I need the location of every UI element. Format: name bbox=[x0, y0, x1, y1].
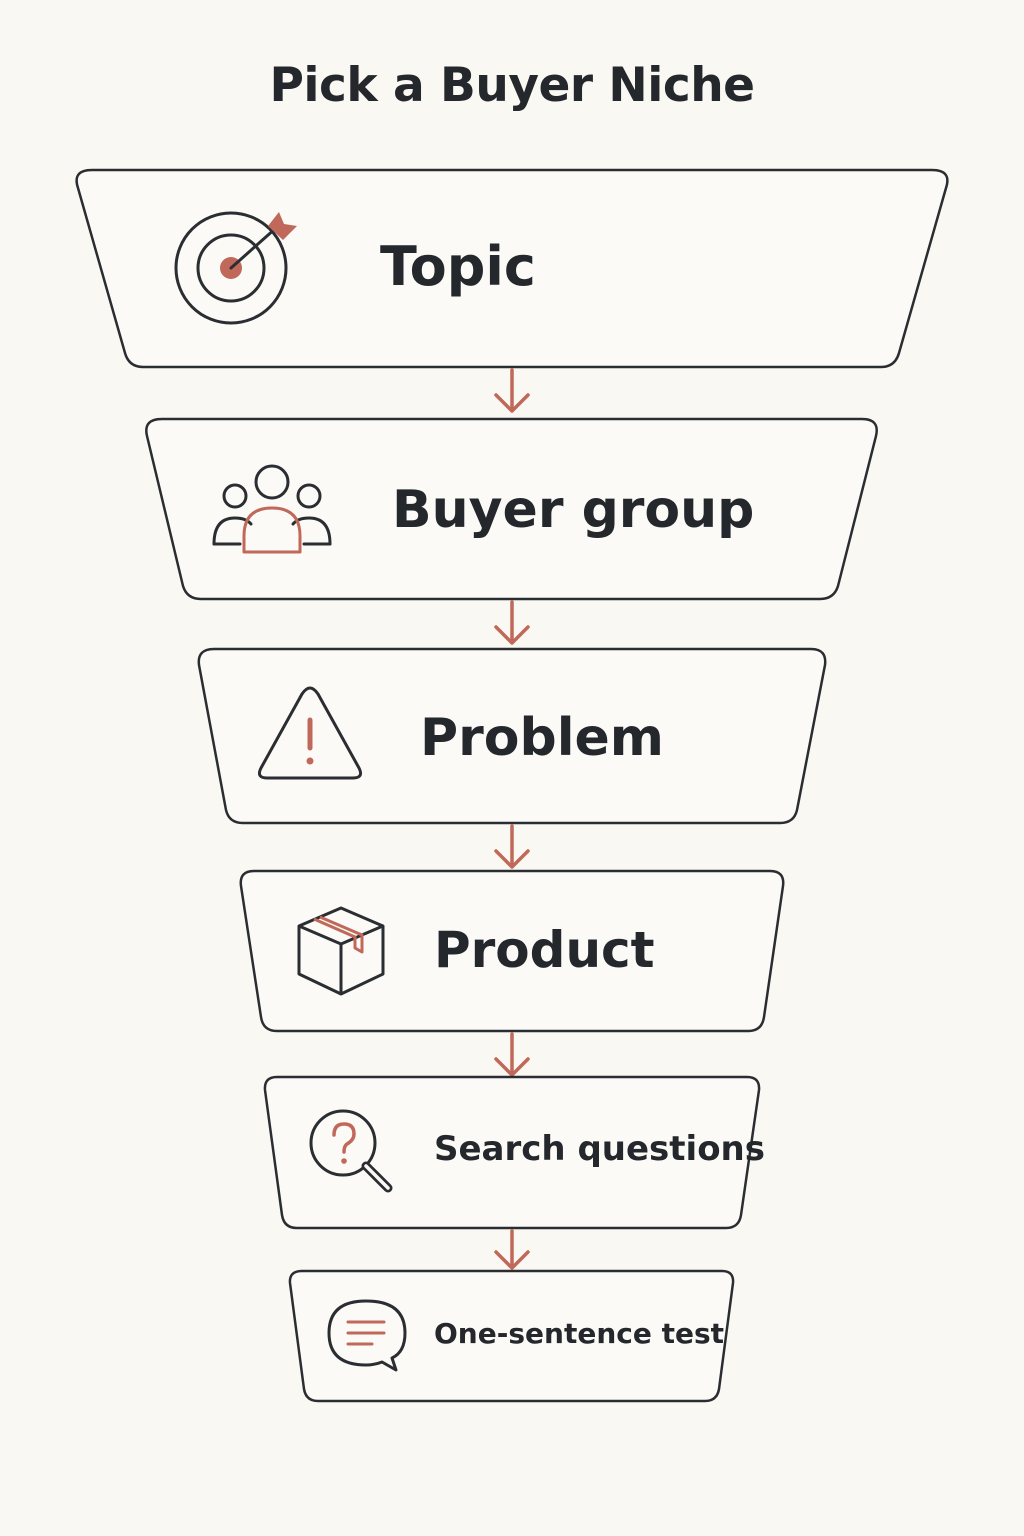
people-group-icon bbox=[210, 460, 334, 556]
arrow-down-icon bbox=[492, 600, 532, 648]
stage-label-search-questions: Search questions bbox=[434, 1129, 766, 1169]
stage-label-one-sentence-test: One-sentence test bbox=[434, 1317, 725, 1350]
warning-triangle-icon bbox=[256, 686, 364, 782]
stage-label-problem: Problem bbox=[420, 708, 664, 768]
box-icon bbox=[294, 904, 388, 998]
arrow-down-icon bbox=[492, 824, 532, 872]
target-icon bbox=[172, 206, 302, 330]
arrow-down-icon bbox=[492, 1229, 532, 1277]
speech-bubble-icon bbox=[326, 1298, 410, 1374]
arrow-down-icon bbox=[492, 368, 532, 416]
stage-label-buyer-group: Buyer group bbox=[392, 480, 755, 540]
page-title: Pick a Buyer Niche bbox=[269, 58, 755, 113]
stage-label-product: Product bbox=[434, 921, 655, 979]
question-magnifier-icon bbox=[308, 1108, 398, 1198]
arrow-down-icon bbox=[492, 1032, 532, 1080]
stage-label-topic: Topic bbox=[380, 235, 536, 298]
